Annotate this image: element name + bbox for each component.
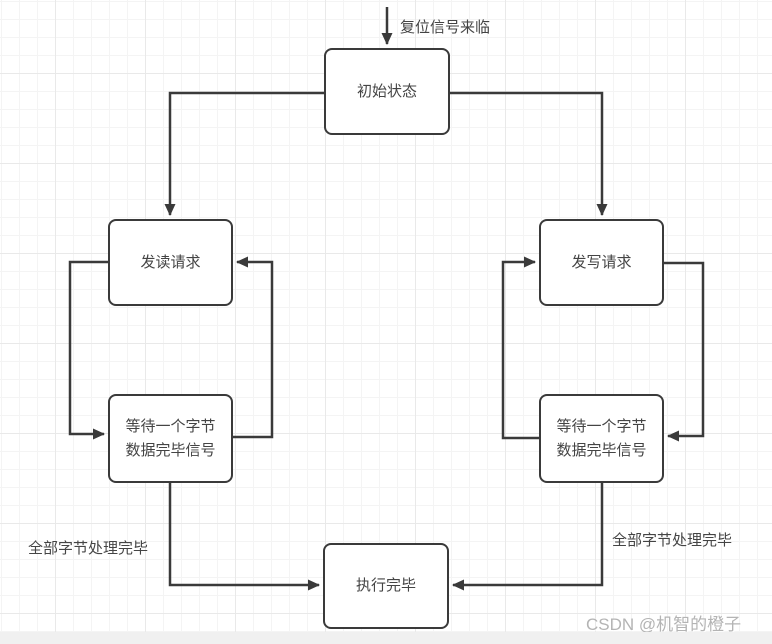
edge-wait-byte-read-to-done <box>168 483 320 591</box>
csdn-watermark: CSDN @机智的橙子 <box>586 615 742 634</box>
edge-read-request-to-wait-byte-read <box>68 260 108 440</box>
node-wait-byte-read: 等待一个字节 数据完毕信号 <box>108 394 233 483</box>
node-execution-done: 执行完毕 <box>323 543 449 629</box>
edge-label-reset-signal: 复位信号来临 <box>400 19 491 36</box>
edge-label-all-bytes-done-right: 全部字节处理完毕 <box>612 532 733 549</box>
edge-write-request-to-wait-byte-write <box>664 261 705 442</box>
node-read-request: 发读请求 <box>108 219 233 306</box>
edge-initial-to-write-request <box>450 91 608 216</box>
node-write-request: 发写请求 <box>539 219 664 306</box>
node-wait-byte-write: 等待一个字节 数据完毕信号 <box>539 394 664 483</box>
edge-wait-byte-write-to-done <box>452 483 604 591</box>
edge-label-all-bytes-done-left: 全部字节处理完毕 <box>28 540 149 557</box>
edge-wait-byte-read-to-read-request <box>233 256 274 439</box>
bottom-strip <box>0 632 772 644</box>
edge-initial-to-read-request <box>164 91 324 216</box>
edge-wait-byte-write-to-write-request <box>501 256 539 440</box>
node-initial-state: 初始状态 <box>324 48 450 135</box>
